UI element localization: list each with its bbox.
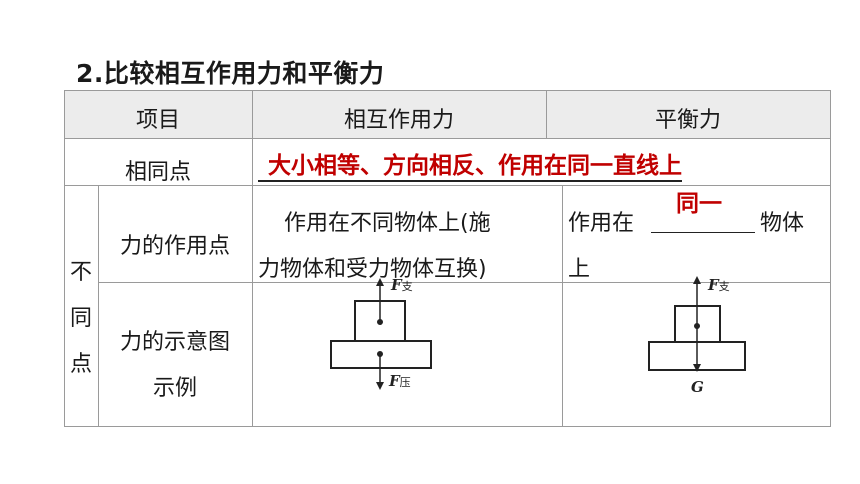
force-label: F: [390, 276, 403, 294]
row-label-diff-char: 不: [69, 260, 92, 285]
row-label-diff-char: 同: [69, 306, 92, 331]
table-col-divider: [98, 185, 99, 427]
header-balance-force: 平衡力: [654, 108, 721, 133]
blank-answer: 同一: [676, 191, 722, 217]
table-border-bottom: [64, 426, 831, 427]
force-label: F: [707, 276, 720, 294]
row-label-diff-char: 点: [69, 352, 92, 377]
bottom-block: [330, 340, 432, 369]
table-header-row: [64, 90, 831, 138]
arrow-head-down-icon: [376, 382, 384, 390]
table-col-divider: [252, 90, 253, 427]
same-answer: 大小相等、方向相反、作用在同一直线上: [268, 153, 682, 179]
table-col-divider: [562, 185, 563, 427]
force-subscript: 压: [400, 376, 411, 389]
row-label-point: 力的作用点: [119, 234, 230, 259]
interaction-point-line1: 作用在不同物体上(施: [284, 211, 491, 236]
table-row-divider: [64, 185, 831, 186]
balance-point-prefix: 作用在: [568, 211, 635, 236]
table-border-left: [64, 90, 65, 427]
page-title: 2.比较相互作用力和平衡力: [76, 59, 385, 88]
balance-point-line2: 上: [568, 257, 591, 282]
arrow-head-down-icon: [693, 364, 701, 372]
action-point-dot: [377, 351, 383, 357]
svg-text:F压: F压: [388, 372, 411, 390]
balance-force-diagram: F支 G: [648, 276, 746, 396]
table-row-divider: [98, 282, 831, 283]
force-label: F: [388, 372, 401, 390]
action-point-dot: [377, 319, 383, 325]
gravity-label: G: [691, 378, 704, 396]
answer-underline: [258, 180, 682, 182]
svg-text:F支: F支: [390, 276, 413, 294]
blank-underline: [651, 232, 755, 233]
table-border-top: [64, 90, 831, 91]
row-label-same: 相同点: [124, 160, 191, 185]
header-item: 项目: [135, 108, 180, 133]
row-label-diagram: 力的示意图: [119, 330, 230, 355]
row-label-diagram-2: 示例: [152, 376, 197, 401]
balance-point-suffix: 物体: [760, 211, 805, 236]
arrow-head-up-icon: [693, 276, 701, 284]
force-subscript: 支: [719, 280, 730, 293]
table-row-divider: [64, 138, 831, 139]
svg-text:F支: F支: [707, 276, 730, 294]
table-border-right: [830, 90, 831, 427]
arrow-head-up-icon: [376, 278, 384, 286]
header-interaction-force: 相互作用力: [343, 108, 454, 133]
table-col-divider: [546, 90, 547, 138]
interaction-force-diagram: F支 F压: [330, 276, 432, 390]
interaction-point-line2: 力物体和受力物体互换): [258, 257, 487, 282]
force-subscript: 支: [402, 280, 413, 293]
